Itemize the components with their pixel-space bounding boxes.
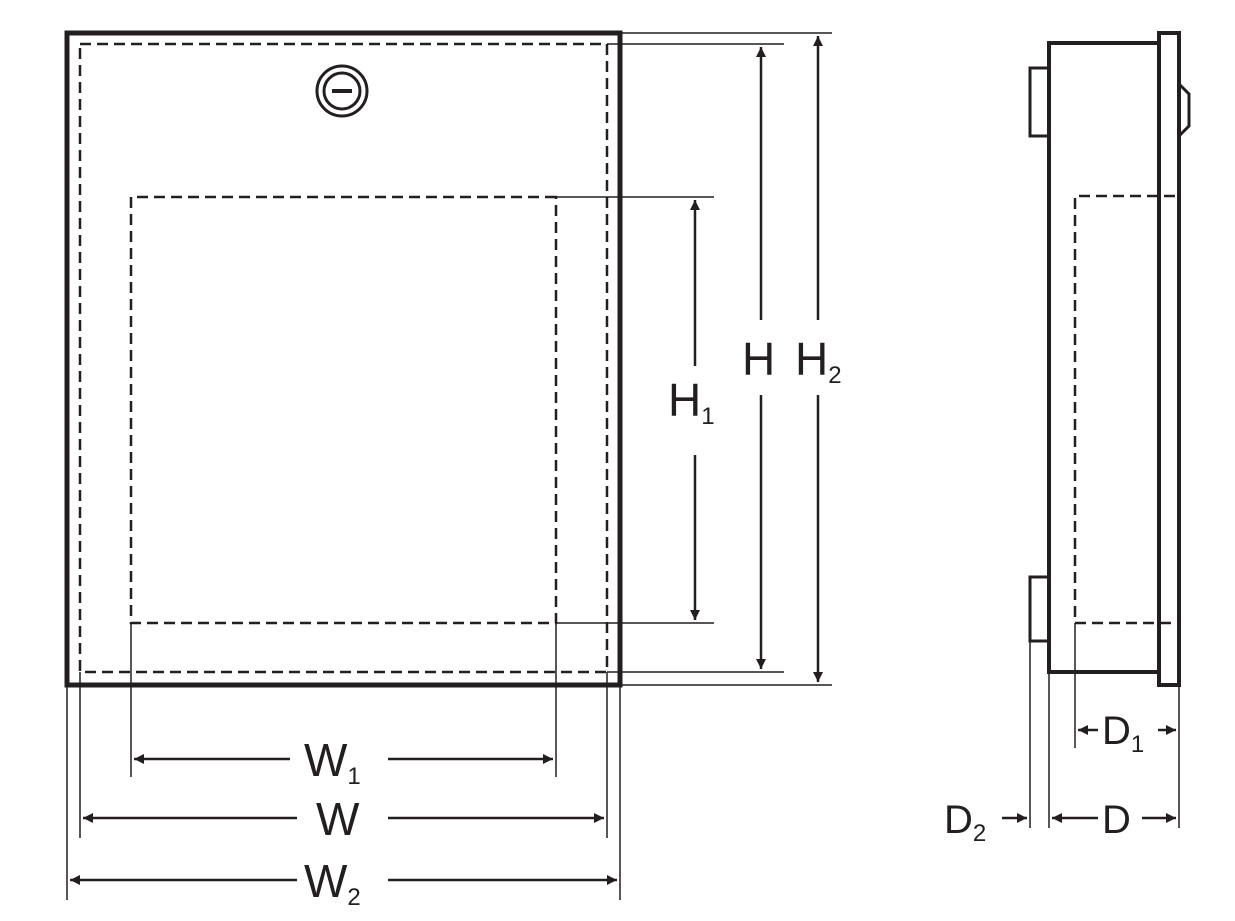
enclosure-outer-outline (64, 30, 623, 688)
mounting-plate-side-dashed (1073, 194, 1175, 625)
wall-bracket-bottom (1028, 575, 1051, 643)
side-view (1002, 31, 1191, 828)
label-w2: W2 (304, 855, 361, 911)
wall-bracket-top (1028, 66, 1051, 138)
door-handle-side (1177, 82, 1191, 138)
label-w1: W1 (304, 734, 361, 790)
label-d1: D1 (1102, 709, 1144, 758)
label-d2: D2 (944, 798, 986, 847)
label-h2: H2 (795, 333, 842, 389)
door-side (1157, 31, 1181, 687)
label-h1: H1 (668, 374, 715, 430)
label-w: W (316, 793, 360, 845)
label-h: H (742, 333, 775, 385)
enclosure-inner-dashed-outline (78, 42, 609, 674)
label-d: D (1102, 798, 1131, 842)
slot-screw-lock-icon (315, 64, 369, 118)
enclosure-body-side (1047, 41, 1161, 674)
front-view (64, 30, 832, 900)
mounting-plate-dashed-outline (129, 195, 558, 625)
